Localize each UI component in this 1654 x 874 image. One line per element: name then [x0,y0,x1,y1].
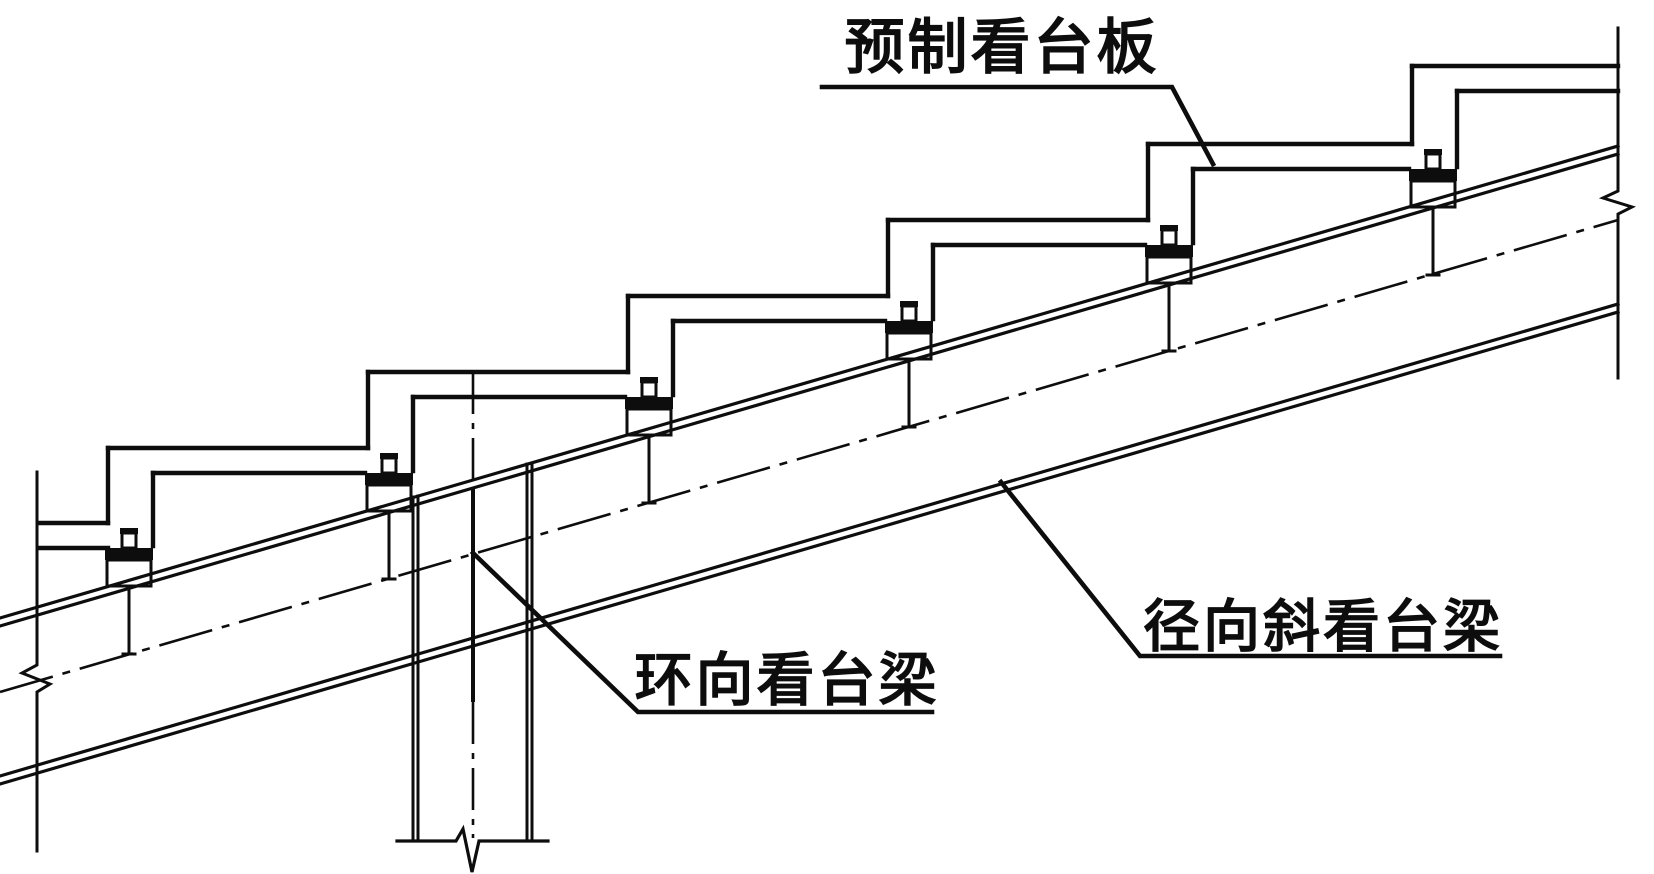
bolt-assemblies [105,149,1457,656]
cut-lines [18,26,1637,853]
radial-beam-flanges [0,144,1620,786]
leader-lines [469,84,1503,715]
drawing-linework [0,26,1637,873]
circumferential-beam-edges [411,461,534,843]
break-mark-column-bottom [395,824,550,873]
label-precast-slab: 预制看台板 [845,13,1160,83]
label-circumferential-beam: 环向看台梁 [634,646,939,714]
radial-beam-centerline [0,218,1619,694]
label-radial-inclined-beam: 径向斜看台梁 [1143,593,1503,660]
precast-slab-outlines [35,63,1621,551]
